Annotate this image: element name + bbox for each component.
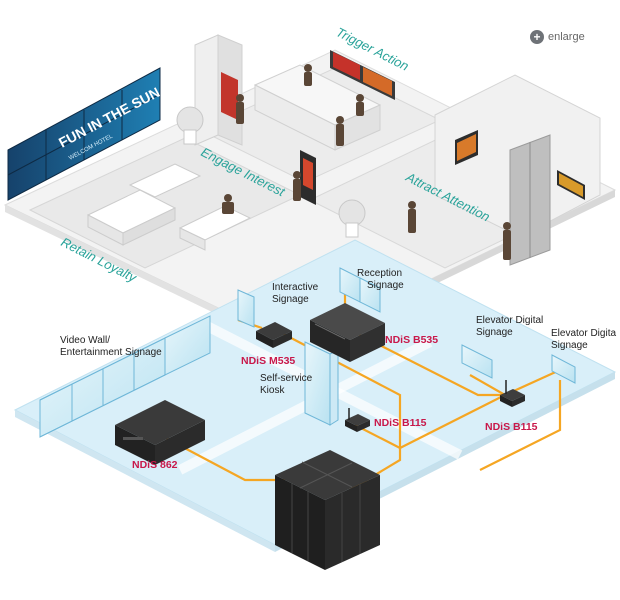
label-interactive-2: Signage <box>272 294 309 305</box>
elevator-signage-screen-2 <box>551 354 576 384</box>
device-ndis-b115-right <box>500 380 525 407</box>
label-ndis-862: NDiS 862 <box>132 459 178 471</box>
reception-desk <box>253 64 382 151</box>
interactive-signage-screen <box>237 289 255 328</box>
label-video-wall-2: Entertainment Signage <box>60 347 162 358</box>
pillar <box>194 34 243 146</box>
enlarge-button[interactable]: + enlarge <box>530 30 585 44</box>
label-ndis-b115-left: NDiS B115 <box>374 417 427 429</box>
label-ndis-b535: NDiS B535 <box>385 334 438 346</box>
magnifier-plus-icon: + <box>530 30 544 44</box>
server-rack-cluster <box>275 450 380 570</box>
enlarge-label: enlarge <box>548 31 585 43</box>
self-service-kiosk <box>304 341 339 426</box>
device-ndis-b535 <box>310 303 385 362</box>
label-elevator2-2: Signage <box>551 340 588 351</box>
device-ndis-m535 <box>256 322 292 348</box>
elevator-signage-screen-1 <box>461 344 493 379</box>
label-reception-1: Reception <box>357 268 402 279</box>
reception-screens <box>330 50 395 100</box>
label-ndis-b115-right: NDiS B115 <box>485 421 538 433</box>
label-elevator1-1: Elevator Digital <box>476 315 543 326</box>
label-interactive-1: Interactive <box>272 282 319 293</box>
lobby-kiosk <box>300 150 316 205</box>
people <box>222 64 511 260</box>
device-ndis-b115-left <box>345 408 370 432</box>
video-wall-screens <box>39 315 211 438</box>
label-video-wall-1: Video Wall/ <box>60 335 110 346</box>
label-reception-2: Signage <box>367 280 404 291</box>
label-kiosk-2: Kiosk <box>260 385 285 396</box>
elevator-area <box>434 74 601 266</box>
lounge-sofas <box>86 163 252 251</box>
label-kiosk-1: Self-service <box>260 373 313 384</box>
plants <box>176 106 366 238</box>
device-ndis-862 <box>115 400 205 465</box>
label-elevator1-2: Signage <box>476 327 513 338</box>
label-elevator2-1: Elevator Digita <box>551 328 616 339</box>
label-ndis-m535: NDiS M535 <box>241 355 295 367</box>
